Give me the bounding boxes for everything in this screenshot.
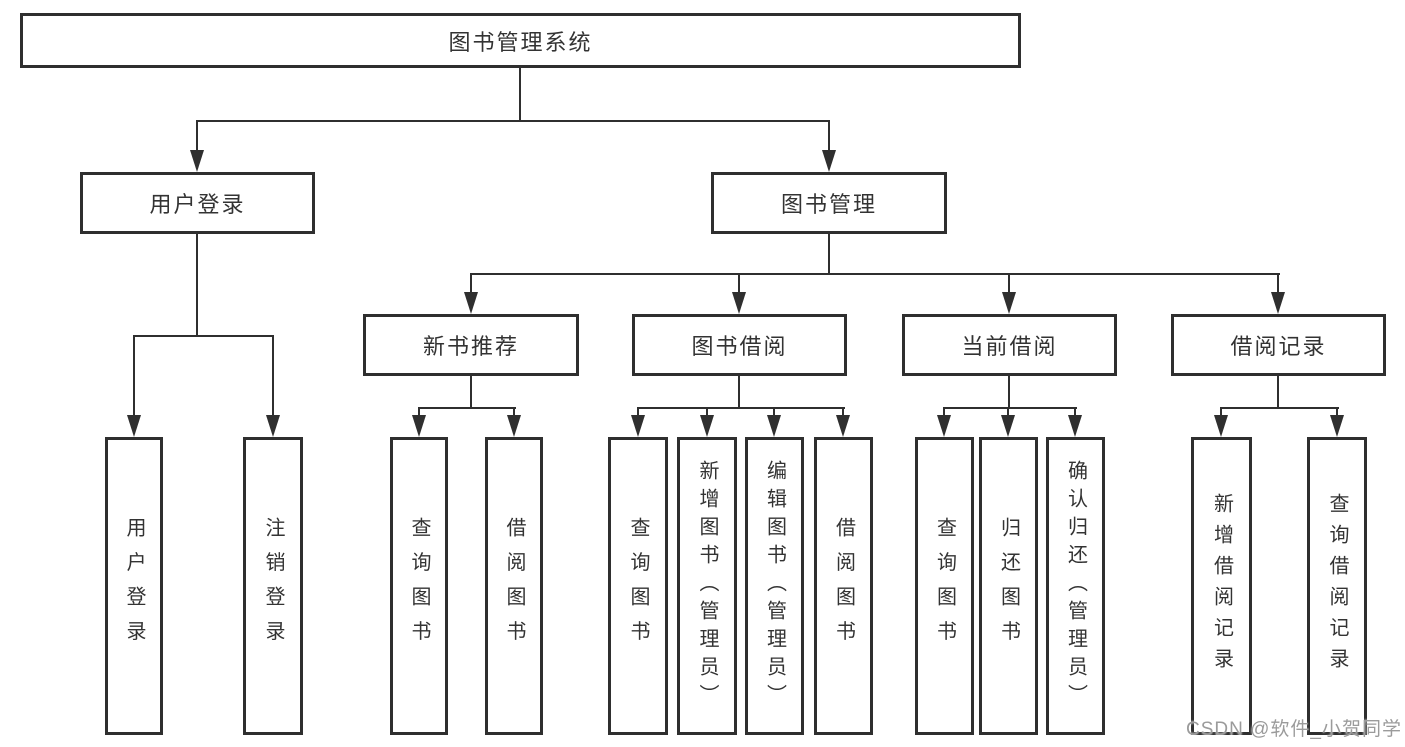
leaf-borrow-book: 借阅图书 — [814, 437, 873, 735]
node-new-book-recommend-label: 新书推荐 — [422, 334, 519, 359]
connector-line — [196, 120, 198, 151]
connector-line — [418, 407, 516, 409]
connector-line — [1007, 407, 1009, 417]
leaf-edit-book-admin-label: 编辑图书（管理员） — [763, 460, 786, 712]
arrowhead-icon — [412, 415, 426, 437]
leaf-return-book: 归还图书 — [979, 437, 1038, 735]
connector-line — [943, 407, 1077, 409]
node-user-login: 用户登录 — [80, 172, 315, 234]
arrowhead-icon — [767, 415, 781, 437]
leaf-return-book-label: 归还图书 — [997, 517, 1020, 655]
connector-line — [519, 68, 521, 120]
arrowhead-icon — [1271, 292, 1285, 314]
connector-line — [637, 407, 845, 409]
node-book-borrow: 图书借阅 — [632, 314, 847, 376]
connector-line — [133, 335, 135, 416]
node-book-management-label: 图书管理 — [780, 192, 877, 217]
node-book-borrow-label: 图书借阅 — [691, 334, 788, 359]
leaf-confirm-return-admin-label: 确认归还（管理员） — [1064, 460, 1087, 712]
arrowhead-icon — [507, 415, 521, 437]
connector-line — [1336, 407, 1338, 417]
connector-line — [133, 335, 274, 337]
node-root-label: 图书管理系统 — [448, 29, 593, 55]
connector-line — [513, 407, 515, 417]
arrowhead-icon — [631, 415, 645, 437]
arrowhead-icon — [1068, 415, 1082, 437]
arrowhead-icon — [700, 415, 714, 437]
leaf-query-borrow-record: 查询借阅记录 — [1307, 437, 1367, 735]
arrowhead-icon — [190, 150, 204, 172]
connector-line — [637, 407, 639, 417]
connector-line — [470, 273, 1280, 275]
leaf-recommend-query-book: 查询图书 — [390, 437, 448, 735]
node-borrow-records-label: 借阅记录 — [1230, 334, 1327, 359]
node-current-borrow-label: 当前借阅 — [961, 334, 1058, 359]
leaf-current-query-book-label: 查询图书 — [933, 517, 956, 655]
arrowhead-icon — [937, 415, 951, 437]
arrowhead-icon — [266, 415, 280, 437]
connector-line — [196, 120, 830, 122]
connector-line — [828, 120, 830, 151]
leaf-recommend-borrow-book-label: 借阅图书 — [503, 517, 525, 655]
leaf-borrow-query-book: 查询图书 — [608, 437, 668, 735]
arrowhead-icon — [822, 150, 836, 172]
arrowhead-icon — [1001, 415, 1015, 437]
leaf-add-borrow-record: 新增借阅记录 — [1191, 437, 1252, 735]
connector-line — [470, 273, 472, 294]
connector-line — [842, 407, 844, 417]
connector-line — [1074, 407, 1076, 417]
connector-line — [738, 273, 740, 294]
arrowhead-icon — [732, 292, 746, 314]
connector-line — [196, 234, 198, 335]
node-root: 图书管理系统 — [20, 13, 1021, 68]
arrowhead-icon — [127, 415, 141, 437]
connector-line — [1277, 273, 1279, 294]
connector-line — [1220, 407, 1339, 409]
leaf-query-borrow-record-label: 查询借阅记录 — [1326, 493, 1348, 679]
arrowhead-icon — [1330, 415, 1344, 437]
leaf-logout-label: 注销登录 — [262, 517, 284, 655]
connector-line — [470, 376, 472, 407]
connector-line — [272, 335, 274, 416]
connector-line — [418, 407, 420, 417]
leaf-recommend-borrow-book: 借阅图书 — [485, 437, 543, 735]
arrowhead-icon — [836, 415, 850, 437]
connector-line — [1008, 273, 1010, 294]
node-current-borrow: 当前借阅 — [902, 314, 1117, 376]
leaf-user-login: 用户登录 — [105, 437, 163, 735]
connector-line — [943, 407, 945, 417]
arrowhead-icon — [464, 292, 478, 314]
connector-line — [828, 234, 830, 275]
connector-line — [1277, 376, 1279, 407]
connector-line — [706, 407, 708, 417]
connector-line — [1008, 376, 1010, 407]
arrowhead-icon — [1214, 415, 1228, 437]
node-user-login-label: 用户登录 — [149, 192, 246, 217]
connector-line — [773, 407, 775, 417]
node-new-book-recommend: 新书推荐 — [363, 314, 579, 376]
leaf-borrow-book-label: 借阅图书 — [832, 517, 855, 655]
leaf-user-login-label: 用户登录 — [123, 517, 145, 655]
leaf-logout: 注销登录 — [243, 437, 303, 735]
leaf-confirm-return-admin: 确认归还（管理员） — [1046, 437, 1105, 735]
leaf-add-book-admin: 新增图书（管理员） — [677, 437, 737, 735]
watermark: CSDN @软件_小贺同学 — [1186, 719, 1402, 740]
leaf-add-borrow-record-label: 新增借阅记录 — [1210, 493, 1233, 679]
leaf-edit-book-admin: 编辑图书（管理员） — [745, 437, 804, 735]
connector-line — [738, 376, 740, 407]
arrowhead-icon — [1002, 292, 1016, 314]
node-book-management: 图书管理 — [711, 172, 947, 234]
leaf-add-book-admin-label: 新增图书（管理员） — [696, 460, 718, 712]
leaf-borrow-query-book-label: 查询图书 — [627, 517, 649, 655]
node-borrow-records: 借阅记录 — [1171, 314, 1386, 376]
connector-line — [1220, 407, 1222, 417]
leaf-recommend-query-book-label: 查询图书 — [408, 517, 430, 655]
leaf-current-query-book: 查询图书 — [915, 437, 974, 735]
